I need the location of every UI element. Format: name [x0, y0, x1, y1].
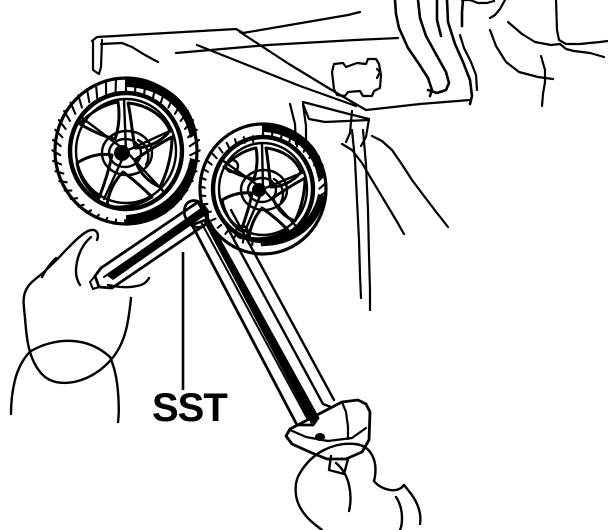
cover-lower-lip — [301, 102, 371, 124]
engine-background-group — [90, 0, 608, 312]
sprocket-right-hub-outer — [239, 168, 289, 212]
cover-rail-right-lower — [301, 100, 371, 121]
hand-left-sleeve-left — [9, 349, 33, 416]
sprocket-left-teeth — [51, 76, 201, 226]
sprocket-right-bolt-hole-lower — [234, 224, 250, 240]
hand-right-finger-crease — [394, 495, 404, 530]
sst-second-leg-edge — [229, 208, 336, 402]
sst-callout-label: SST — [152, 386, 227, 430]
engine-lower-contour-b — [340, 142, 406, 236]
engine-body-contour-c — [506, 20, 562, 47]
sprocket-right-hub-bore — [252, 183, 266, 197]
cylinder-head-cover-top-rail — [241, 10, 362, 35]
mounting-bracket-slot — [375, 67, 382, 80]
hand-right-middle-finger — [402, 483, 422, 526]
hand-right-index-finger — [372, 479, 406, 492]
camshaft-sprocket-left — [51, 76, 201, 226]
sprocket-right-web-edge — [217, 141, 309, 237]
sprocket-left-tooth-shading-lower — [126, 158, 197, 224]
sprocket-right-tooth-shading — [263, 124, 325, 179]
sprocket-left-hub-shadow — [136, 138, 150, 167]
sst-second-leg — [218, 212, 333, 409]
coolant-hose-c — [445, 0, 474, 106]
hand-left-index-finger — [106, 276, 151, 289]
sst-foot-rivet — [315, 433, 325, 441]
hand-right-palm-crease — [334, 461, 352, 513]
cylinder-head-cover-face — [195, 43, 358, 108]
sprocket-left-hub-bore — [114, 145, 130, 161]
hand-left-sleeve-cuff — [29, 339, 112, 359]
sst-lower-arm-shadow — [203, 220, 318, 424]
cover-rail-step-2 — [344, 109, 354, 144]
cover-rail-step — [359, 117, 371, 148]
sst-foot-pad-seam — [340, 400, 350, 441]
hand-left-gripping-handle — [9, 228, 151, 424]
hand-left-knuckle — [40, 256, 58, 279]
special-service-tool — [89, 199, 372, 476]
coolant-hose-a — [393, 0, 434, 98]
engine-body-contour-d — [558, 42, 606, 59]
sprocket-right-bolt-hole-upper — [224, 158, 240, 174]
sprocket-left-hub-outer — [100, 129, 154, 177]
sprocket-left-web-edge — [74, 97, 178, 205]
timing-cover-edge — [99, 41, 160, 64]
sst-foot-pad-lip — [288, 426, 368, 443]
callout-sst: SST — [152, 252, 228, 430]
engine-body-contour-e — [458, 33, 479, 92]
hand-right-outline — [298, 442, 377, 483]
sprocket-right-hub-mid — [246, 176, 278, 204]
sst-foot-stem — [327, 454, 350, 476]
engine-body-contour-top — [488, 0, 507, 20]
timing-cover-lip — [90, 27, 245, 43]
sst-upper-arm-shadow — [106, 205, 210, 280]
cylinder-head-cover-top-rail-2 — [174, 36, 400, 55]
camshaft-sprocket-right — [198, 122, 328, 256]
hand-right-gripping-foot — [294, 442, 422, 530]
coolant-hose-b — [435, 0, 443, 38]
engine-body-contour-a — [460, 0, 496, 5]
engine-body-contour-f — [488, 28, 555, 81]
coolant-hose-c-edge — [460, 0, 465, 28]
sprocket-left-hub-mid — [107, 137, 143, 169]
sst-handle-end-cap — [89, 275, 100, 290]
timing-cover-lip-inner — [91, 38, 104, 76]
hand-right-thumb-side — [294, 471, 324, 530]
hand-left-thumb — [74, 235, 93, 287]
engine-body-contour-b — [554, 0, 608, 46]
engine-lower-contour-a — [370, 134, 450, 229]
engine-lower-contour-d — [361, 128, 372, 312]
sprocket-left-tooth-shading — [126, 78, 197, 138]
sprocket-right-hub-shadow — [272, 177, 285, 204]
engine-body-contour-g — [539, 54, 547, 108]
sst-lower-arm — [190, 217, 320, 427]
engine-lower-contour-c — [350, 128, 363, 300]
mounting-bracket-clamp — [330, 57, 383, 98]
cover-rail-right-upper — [364, 98, 472, 112]
hand-left-sleeve-right — [108, 355, 120, 424]
coolant-hose-a-edge — [416, 0, 451, 95]
sprocket-left-pockets — [75, 100, 174, 209]
cylinder-head-cover-front-edge — [238, 30, 368, 112]
sst-lower-arm-crease — [200, 221, 308, 419]
hand-left-outline — [22, 228, 133, 385]
sprocket-right-teeth — [198, 122, 328, 256]
